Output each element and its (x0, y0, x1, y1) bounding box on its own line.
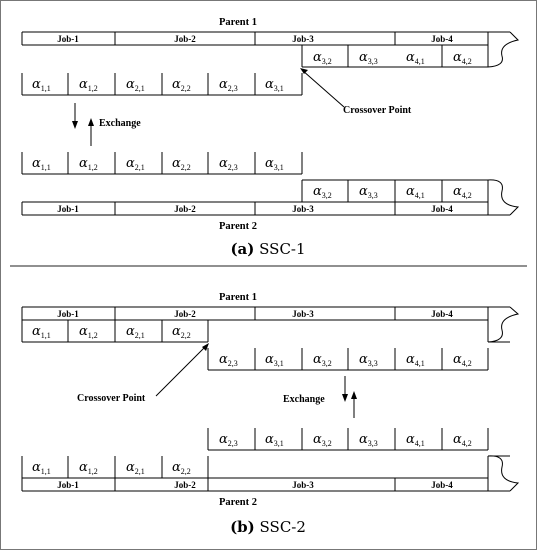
parent2-label-b: Parent 2 (219, 497, 257, 508)
svg-text:α2,1: α2,1 (126, 156, 145, 172)
svg-text:α2,3: α2,3 (219, 156, 238, 172)
gene-group-a-p2-right: α3,2 α3,3 α4,1 α4,2 (313, 184, 472, 200)
p1-job-label-b-3: Job-3 (292, 309, 314, 319)
svg-text:α2,3: α2,3 (219, 432, 238, 448)
gene-group-b-p2-left: α1,1 α1,2 α2,1 α2,2 (32, 460, 191, 476)
caption-b: (b) SSC-2 (230, 518, 306, 536)
exchange-label-a: Exchange (99, 118, 141, 129)
parent1-right-genes-b (207, 348, 489, 371)
svg-text:α4,2: α4,2 (453, 184, 472, 200)
svg-text:α2,3: α2,3 (219, 77, 238, 93)
exchange-label-b: Exchange (283, 394, 325, 405)
gene-group-b-p2-right: α2,3 α3,1 α3,2 α3,3 α4,1 α4,2 (219, 432, 472, 448)
p2-job-label-b-2: Job-2 (174, 480, 196, 490)
p1-job-label-a-1: Job-1 (57, 34, 79, 44)
svg-text:α4,1: α4,1 (406, 432, 425, 448)
parent2-job-bar-a (21, 179, 520, 216)
svg-text:α4,2: α4,2 (453, 432, 472, 448)
parent2-right-genes-b (207, 428, 489, 451)
svg-text:α1,1: α1,1 (32, 156, 51, 172)
p1-job-label-b-4: Job-4 (431, 309, 453, 319)
parent1-label-b: Parent 1 (219, 292, 257, 303)
svg-text:α3,2: α3,2 (313, 352, 332, 368)
svg-text:α2,1: α2,1 (126, 324, 145, 340)
svg-text:α3,3: α3,3 (359, 432, 378, 448)
svg-text:α1,1: α1,1 (32, 460, 51, 476)
p2-job-label-b-4: Job-4 (431, 480, 453, 490)
svg-text:α3,2: α3,2 (313, 50, 332, 66)
exchange-arrows-a (72, 103, 94, 146)
p1-job-label-b-2: Job-2 (174, 309, 196, 319)
p2-job-label-a-3: Job-3 (292, 204, 314, 214)
svg-text:α2,2: α2,2 (172, 324, 191, 340)
crossover-arrow-b (155, 343, 209, 397)
p2-job-label-b-1: Job-1 (57, 480, 79, 490)
svg-text:α3,3: α3,3 (359, 352, 378, 368)
crossover-label-a: Crossover Point (343, 105, 412, 116)
p2-job-label-a-4: Job-4 (431, 204, 453, 214)
exchange-arrows-b (342, 376, 357, 418)
panel-a: Parent 1 Job-1 Job-2 Job-3 Job-4 α3,2 α3… (21, 17, 520, 258)
svg-text:α4,2: α4,2 (453, 352, 472, 368)
svg-text:α4,1: α4,1 (406, 184, 425, 200)
p1-job-label-a-4: Job-4 (431, 34, 453, 44)
parent2-job-bar-b (21, 455, 520, 492)
p2-job-label-a-1: Job-1 (57, 204, 79, 214)
svg-text:α4,1: α4,1 (406, 352, 425, 368)
crossover-label-b: Crossover Point (77, 393, 146, 404)
svg-text:α3,3: α3,3 (359, 184, 378, 200)
p1-job-label-b-1: Job-1 (57, 309, 79, 319)
panel-b: Parent 1 Job-1 Job-2 Job-3 Job-4 α1,1 α1… (21, 292, 520, 536)
svg-text:α1,2: α1,2 (79, 460, 98, 476)
svg-text:α2,1: α2,1 (126, 460, 145, 476)
svg-text:α3,1: α3,1 (265, 156, 284, 172)
svg-text:α2,2: α2,2 (172, 460, 191, 476)
p2-job-label-b-3: Job-3 (292, 480, 314, 490)
parent1-left-genes-a (21, 73, 303, 96)
svg-text:α1,2: α1,2 (79, 156, 98, 172)
svg-text:α1,1: α1,1 (32, 77, 51, 93)
svg-text:α3,1: α3,1 (265, 77, 284, 93)
svg-text:α3,3: α3,3 (359, 50, 378, 66)
p1-job-label-a-2: Job-2 (174, 34, 196, 44)
svg-text:α3,2: α3,2 (313, 184, 332, 200)
svg-text:α4,1: α4,1 (406, 50, 425, 66)
svg-text:α2,2: α2,2 (172, 77, 191, 93)
parent2-label-a: Parent 2 (219, 221, 257, 232)
gene-group-b-p1-right: α2,3 α3,1 α3,2 α3,3 α4,1 α4,2 (219, 352, 472, 368)
svg-text:α1,2: α1,2 (79, 77, 98, 93)
svg-text:α2,1: α2,1 (126, 77, 145, 93)
parent1-label-a: Parent 1 (219, 17, 257, 28)
svg-text:α4,2: α4,2 (453, 50, 472, 66)
svg-text:α1,1: α1,1 (32, 324, 51, 340)
svg-text:α3,2: α3,2 (313, 432, 332, 448)
svg-text:α1,2: α1,2 (79, 324, 98, 340)
svg-text:α3,1: α3,1 (265, 432, 284, 448)
parent1-job-bar-a (21, 31, 520, 68)
parent2-left-genes-a (21, 152, 303, 175)
p2-job-label-a-2: Job-2 (174, 204, 196, 214)
crossover-arrow-a (300, 68, 345, 108)
gene-group-a-p1-right: α3,2 α3,3 α4,1 α4,2 (313, 50, 472, 66)
parent1-job-bar-b (21, 306, 520, 343)
svg-text:α3,1: α3,1 (265, 352, 284, 368)
caption-a: (a) SSC-1 (230, 240, 305, 258)
p1-job-label-a-3: Job-3 (292, 34, 314, 44)
gene-group-a-p1-left: α1,1 α1,2 α2,1 α2,2 α2,3 α3,1 (32, 77, 284, 93)
gene-group-a-p2-left: α1,1 α1,2 α2,1 α2,2 α2,3 α3,1 (32, 156, 284, 172)
gene-group-b-p1-left: α1,1 α1,2 α2,1 α2,2 (32, 324, 191, 340)
svg-text:α2,2: α2,2 (172, 156, 191, 172)
svg-text:α2,3: α2,3 (219, 352, 238, 368)
